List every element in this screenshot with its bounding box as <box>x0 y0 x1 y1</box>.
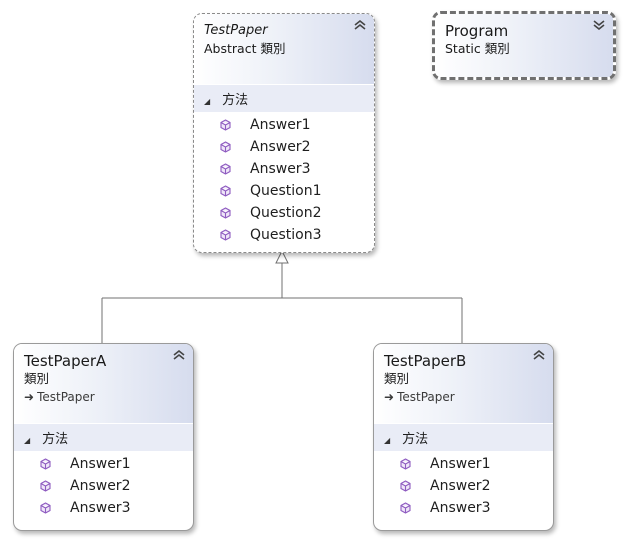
method-name: Answer1 <box>250 117 311 133</box>
class-kind: Static 類別 <box>445 41 510 56</box>
list-item[interactable]: Answer2 <box>194 136 374 158</box>
class-header[interactable]: TestPaper Abstract 類別 <box>194 14 374 84</box>
method-cube-icon <box>220 207 231 219</box>
method-name: Answer2 <box>70 478 131 494</box>
method-cube-icon <box>40 502 51 514</box>
method-name: Answer2 <box>430 478 491 494</box>
list-item[interactable]: Answer2 <box>374 475 553 497</box>
double-chevron-up-icon[interactable] <box>354 19 366 33</box>
base-class-name: TestPaper <box>397 390 455 404</box>
method-name: Answer1 <box>430 456 491 472</box>
list-item[interactable]: Question2 <box>194 202 374 224</box>
methods-section-header[interactable]: ◢ 方法 <box>374 423 553 451</box>
inheritance-arrow-icon: ➜ <box>384 390 395 404</box>
method-cube-icon <box>220 163 231 175</box>
method-list: Answer1 Answer2 Answer3 Question1 Questi… <box>194 112 374 252</box>
class-name: TestPaperA <box>24 352 107 370</box>
method-cube-icon <box>40 480 51 492</box>
method-cube-icon <box>40 458 51 470</box>
class-name: Program <box>445 22 509 40</box>
class-kind: 類別 <box>384 371 410 386</box>
inheritance-arrow-icon: ➜ <box>24 390 35 404</box>
base-class-name: TestPaper <box>37 390 95 404</box>
base-class: ➜TestPaper <box>24 388 183 406</box>
list-item[interactable]: Answer3 <box>14 497 193 519</box>
method-name: Answer1 <box>70 456 131 472</box>
class-kind: 類別 <box>24 371 50 386</box>
method-cube-icon <box>220 119 231 131</box>
method-cube-icon <box>400 458 411 470</box>
class-name: TestPaperB <box>384 352 467 370</box>
class-box-testpaper-b[interactable]: TestPaperB 類別 ➜TestPaper ◢ 方法 Answer1 Ans… <box>373 343 554 531</box>
section-label: 方法 <box>42 432 69 447</box>
method-name: Question3 <box>250 227 322 243</box>
triangle-expanded-icon[interactable]: ◢ <box>384 436 391 445</box>
list-item[interactable]: Question1 <box>194 180 374 202</box>
class-header[interactable]: TestPaperB 類別 ➜TestPaper <box>374 344 553 423</box>
methods-section-header[interactable]: ◢ 方法 <box>194 84 374 112</box>
class-box-testpaper[interactable]: TestPaper Abstract 類別 ◢ 方法 Answer1 Answer… <box>193 13 375 253</box>
double-chevron-up-icon[interactable] <box>173 349 185 363</box>
method-name: Answer3 <box>250 161 311 177</box>
method-cube-icon <box>220 185 231 197</box>
method-cube-icon <box>400 502 411 514</box>
list-item[interactable]: Answer1 <box>14 453 193 475</box>
base-class: ➜TestPaper <box>384 388 543 406</box>
class-box-program[interactable]: Program Static 類別 <box>432 11 616 80</box>
methods-section-header[interactable]: ◢ 方法 <box>14 423 193 451</box>
class-header[interactable]: Program Static 類別 <box>435 14 613 77</box>
double-chevron-down-icon[interactable] <box>593 20 605 33</box>
method-list: Answer1 Answer2 Answer3 <box>14 451 193 525</box>
method-name: Answer3 <box>70 500 131 516</box>
method-name: Question2 <box>250 205 322 221</box>
section-label: 方法 <box>402 432 429 447</box>
class-box-testpaper-a[interactable]: TestPaperA 類別 ➜TestPaper ◢ 方法 Answer1 Ans… <box>13 343 194 531</box>
class-name: TestPaper <box>204 23 268 38</box>
triangle-expanded-icon[interactable]: ◢ <box>24 436 31 445</box>
list-item[interactable]: Answer2 <box>14 475 193 497</box>
method-name: Answer3 <box>430 500 491 516</box>
class-kind: Abstract 類別 <box>204 41 286 56</box>
method-cube-icon <box>220 141 231 153</box>
method-list: Answer1 Answer2 Answer3 <box>374 451 553 525</box>
list-item[interactable]: Answer1 <box>374 453 553 475</box>
double-chevron-up-icon[interactable] <box>533 349 545 363</box>
list-item[interactable]: Answer1 <box>194 114 374 136</box>
class-header[interactable]: TestPaperA 類別 ➜TestPaper <box>14 344 193 423</box>
method-name: Answer2 <box>250 139 311 155</box>
section-label: 方法 <box>222 93 249 108</box>
list-item[interactable]: Answer3 <box>194 158 374 180</box>
triangle-expanded-icon[interactable]: ◢ <box>204 97 211 106</box>
method-name: Question1 <box>250 183 322 199</box>
method-cube-icon <box>220 229 231 241</box>
list-item[interactable]: Question3 <box>194 224 374 246</box>
list-item[interactable]: Answer3 <box>374 497 553 519</box>
inheritance-arrow-icon <box>275 249 289 264</box>
method-cube-icon <box>400 480 411 492</box>
